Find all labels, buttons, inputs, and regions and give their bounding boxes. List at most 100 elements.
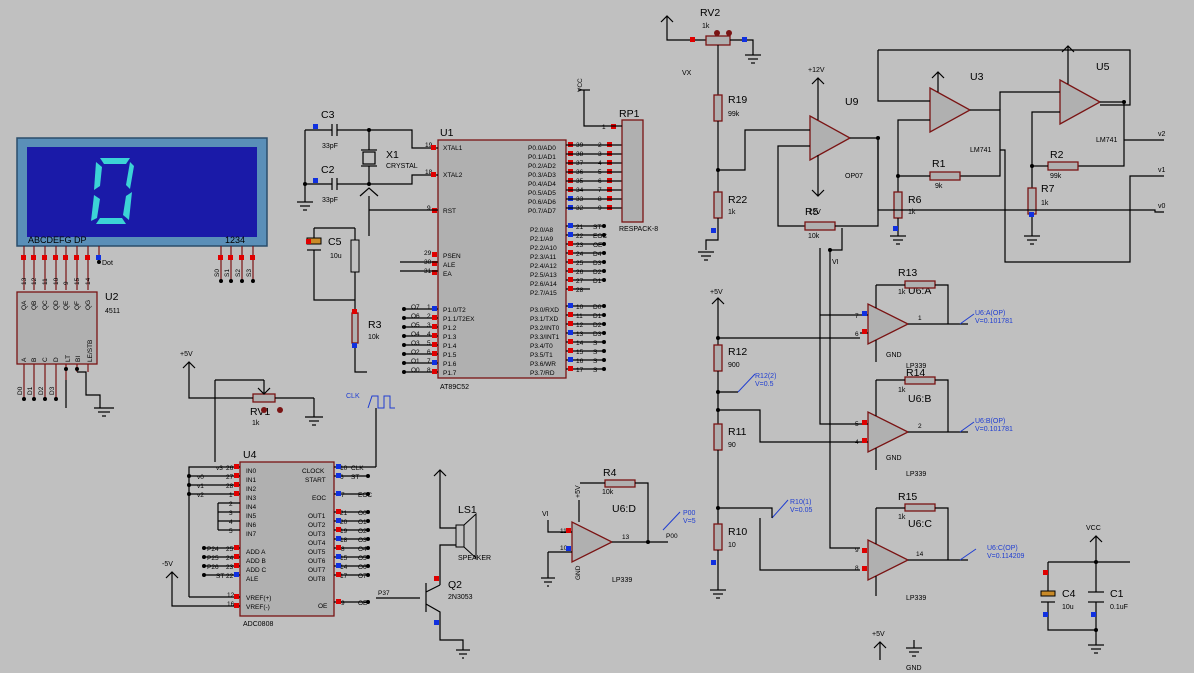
u6b-comparator[interactable]: U6:B LP339 R14 1k 5 4 2 U6:B(OP) V=0.101…: [855, 367, 1013, 478]
svg-text:10: 10: [340, 465, 348, 472]
rv2-potentiometer[interactable]: RV2 1k VX R19 99k R22 1k: [660, 7, 795, 261]
vi-bus: VI: [819, 228, 860, 549]
svg-text:P2.2/A10: P2.2/A10: [530, 245, 557, 252]
svg-text:O3: O3: [358, 537, 367, 544]
svg-text:U6:D: U6:D: [612, 503, 636, 515]
speaker-driver[interactable]: LS1 SPEAKER Q2 2N3053 P37: [376, 469, 491, 659]
svg-text:B: B: [31, 358, 38, 362]
svg-text:CLK: CLK: [346, 393, 360, 400]
svg-text:R13: R13: [898, 267, 917, 279]
svg-text:P25: P25: [207, 555, 219, 562]
svg-text:P1.5: P1.5: [443, 352, 457, 359]
svg-text:1: 1: [602, 124, 606, 131]
svg-text:VCC: VCC: [577, 78, 584, 92]
svg-text:U9: U9: [845, 96, 859, 108]
svg-text:8: 8: [855, 565, 859, 572]
svg-text:v1: v1: [197, 483, 204, 490]
svg-text:O6: O6: [411, 313, 420, 320]
svg-text:IN7: IN7: [246, 531, 257, 538]
u6c-comparator[interactable]: U6:C LP339 R15 1k 9 8 14 U6:C(OP) V=0.11…: [855, 491, 1025, 602]
u6a-comparator[interactable]: U6:A LP339 R13 1k 7 6 1 U6:A(OP) V=0.101…: [855, 267, 1013, 370]
svg-text:-12V: -12V: [806, 209, 821, 216]
svg-text:GND: GND: [886, 455, 902, 462]
decoupling-caps[interactable]: VCC C4 10u C1 0.1uF: [1040, 525, 1130, 654]
svg-text:R11: R11: [728, 426, 747, 438]
svg-text:V=0.05: V=0.05: [790, 507, 812, 514]
svg-text:1k: 1k: [728, 209, 736, 216]
svg-text:GND: GND: [906, 665, 922, 672]
svg-text:9: 9: [341, 600, 345, 607]
svg-text:O4: O4: [411, 331, 420, 338]
svg-text:6: 6: [427, 349, 431, 356]
svg-text:v1: v1: [1158, 167, 1166, 174]
svg-text:4511: 4511: [105, 308, 120, 315]
seven-segment-display[interactable]: ABCDEFG DP 1234: [16, 137, 268, 247]
svg-text:D1: D1: [593, 278, 602, 285]
svg-text:OE: OE: [593, 242, 603, 249]
reset-circuit[interactable]: C5 10u R3 10k: [306, 187, 438, 373]
voltage-divider[interactable]: +5V R12 900 R11 90 R10 10 R12(2) V=0.5 R…: [710, 289, 860, 599]
rv1-potentiometer[interactable]: +5V RV1 1k: [180, 351, 323, 462]
svg-text:C3: C3: [321, 109, 335, 121]
svg-text:ALE: ALE: [443, 262, 456, 269]
svg-text:QD: QD: [53, 300, 60, 310]
svg-text:ALE: ALE: [246, 576, 259, 583]
svg-text:XTAL2: XTAL2: [443, 172, 463, 179]
svg-text:24: 24: [576, 251, 584, 258]
svg-text:1k: 1k: [898, 387, 906, 394]
svg-text:ADD A: ADD A: [246, 549, 266, 556]
svg-text:15: 15: [576, 349, 584, 356]
rp1-resistor-pack[interactable]: RP1 RESPACK-8 1 VCC: [577, 78, 658, 233]
svg-text:v0: v0: [197, 474, 204, 481]
svg-text:S: S: [593, 367, 598, 374]
svg-text:+5V: +5V: [180, 351, 193, 358]
svg-text:A: A: [21, 357, 28, 362]
svg-text:4: 4: [229, 519, 233, 526]
svg-text:LP339: LP339: [612, 577, 632, 584]
u1-microcontroller[interactable]: U1 AT89C52 XTAL1 XTAL2 RST PSEN ALE EA 1…: [402, 127, 622, 391]
svg-text:11: 11: [42, 278, 49, 285]
svg-text:D2: D2: [38, 386, 45, 395]
crystal-oscillator[interactable]: C3 33pF C2 33pF X1 CRYSTAL: [297, 109, 438, 211]
svg-text:P2.0/A8: P2.0/A8: [530, 227, 554, 234]
svg-text:21: 21: [340, 510, 348, 517]
svg-text:O1: O1: [358, 519, 367, 526]
svg-text:28: 28: [576, 287, 584, 294]
svg-text:22: 22: [226, 573, 234, 580]
svg-text:10u: 10u: [330, 253, 342, 260]
u9-opamp[interactable]: U9 OP07 +12V -12V R5 10k: [777, 67, 880, 240]
svg-text:R2: R2: [1050, 149, 1064, 161]
svg-text:P2.1/A9: P2.1/A9: [530, 236, 554, 243]
svg-text:15: 15: [340, 555, 348, 562]
svg-text:O5: O5: [358, 555, 367, 562]
svg-text:U6:B(OP): U6:B(OP): [975, 418, 1005, 425]
u5-opamp[interactable]: U5 LM741 R2 99k R7 1k v2 v1 v0: [877, 45, 1166, 245]
u6d-comparator[interactable]: R4 10k +5V U6:D LP339 VI 11 10 13 GND P0…: [541, 467, 696, 587]
svg-text:PSEN: PSEN: [443, 253, 461, 260]
clock-source[interactable]: CLK: [346, 393, 395, 467]
svg-text:13: 13: [576, 331, 584, 338]
svg-text:P2.7/A15: P2.7/A15: [530, 290, 557, 297]
svg-text:v0: v0: [1158, 203, 1166, 210]
svg-text:6: 6: [855, 331, 859, 338]
svg-text:14: 14: [340, 564, 348, 571]
u4-adc[interactable]: U4 ADC0808 IN0 IN1 IN2 IN3 IN4 IN5 IN6 I…: [162, 449, 376, 628]
svg-text:1: 1: [918, 315, 922, 322]
u2-decoder[interactable]: U2 4511 QA QB QC QD QE QF QG A B C D LT …: [16, 277, 120, 417]
display-screen: [27, 147, 257, 237]
svg-text:9: 9: [855, 547, 859, 554]
svg-text:99k: 99k: [728, 111, 740, 118]
svg-text:5: 5: [427, 340, 431, 347]
svg-text:LP339: LP339: [906, 363, 926, 370]
svg-text:RV1: RV1: [250, 406, 270, 418]
u4-inputs: IN0 IN1 IN2 IN3 IN4 IN5 IN6 IN7 26 27 28…: [187, 464, 257, 538]
svg-text:20: 20: [340, 519, 348, 526]
svg-text:C5: C5: [328, 236, 342, 248]
svg-text:IN4: IN4: [246, 504, 257, 511]
svg-text:D4: D4: [593, 251, 602, 258]
svg-text:VX: VX: [682, 70, 692, 77]
svg-text:LE/STB: LE/STB: [87, 340, 94, 362]
u3-opamp[interactable]: U3 LM741 R1 9k R6 1k: [877, 49, 1164, 263]
svg-text:IN0: IN0: [246, 468, 257, 475]
